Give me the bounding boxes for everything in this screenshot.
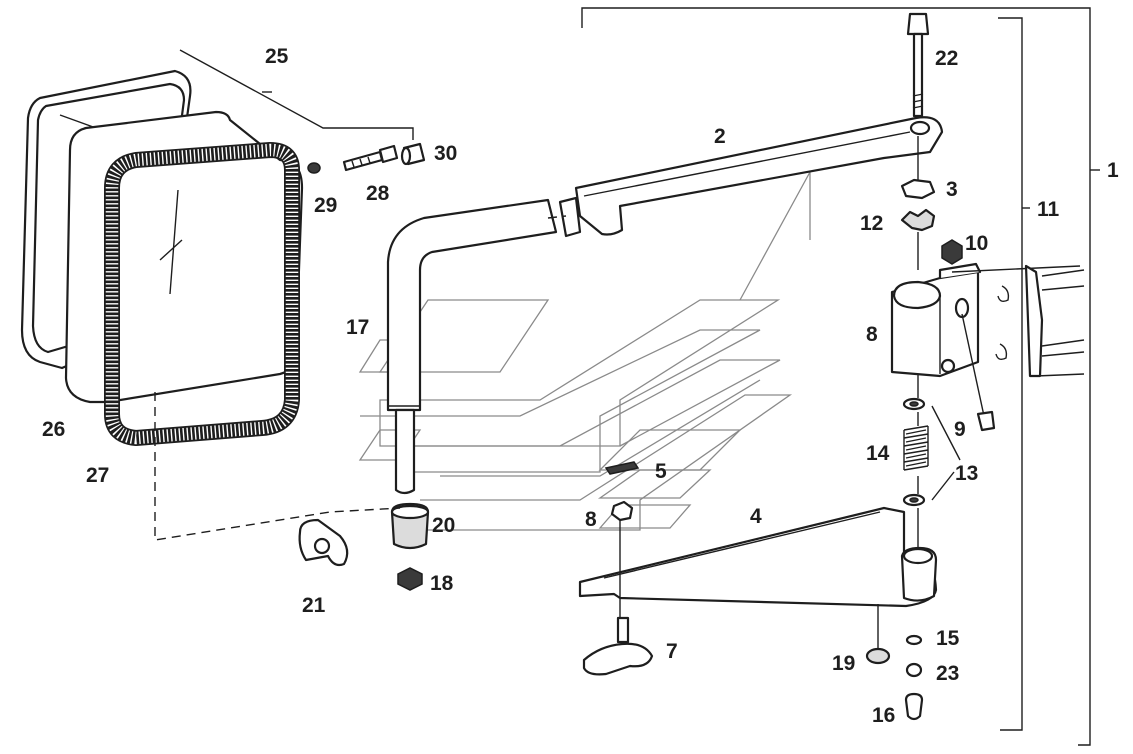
- washer-13-lower: [902, 493, 926, 507]
- label-16: 16: [872, 704, 895, 727]
- label-8-upper: 8: [866, 323, 878, 346]
- label-28: 28: [366, 182, 390, 205]
- label-4: 4: [750, 505, 762, 528]
- label-10: 10: [965, 232, 988, 255]
- screw-28: [342, 144, 399, 172]
- nut-8-lower: [610, 500, 634, 522]
- label-30: 30: [434, 142, 457, 165]
- label-20: 20: [432, 514, 455, 537]
- part-labels: 1 2 3 4 5 7 8 8 9 10 11 12 13 14 15 16 1…: [42, 45, 1119, 727]
- bolt-22: [906, 12, 930, 548]
- clamp-block-8: [890, 262, 982, 378]
- label-22: 22: [935, 47, 958, 70]
- label-13: 13: [955, 462, 978, 485]
- label-21: 21: [302, 594, 326, 617]
- label-5: 5: [655, 460, 667, 483]
- label-26: 26: [42, 418, 65, 441]
- lower-arm-4: [578, 506, 938, 648]
- nut-3: [900, 178, 936, 200]
- door-mount-fragment: [951, 264, 1085, 378]
- label-12: 12: [860, 212, 883, 235]
- plate-5: [604, 461, 640, 475]
- clip-21: [298, 518, 349, 567]
- star-washer-12: [900, 208, 936, 232]
- alignment-lines: [154, 392, 401, 541]
- label-3: 3: [946, 178, 958, 201]
- label-19: 19: [832, 652, 855, 675]
- leader-lines: [931, 405, 961, 501]
- assembly-brackets: [179, 7, 1100, 746]
- washer-13-upper: [902, 397, 926, 411]
- screw-9: [961, 313, 996, 432]
- label-23: 23: [936, 662, 959, 685]
- cap-16: [904, 692, 924, 721]
- washer-29: [307, 162, 321, 174]
- label-18: 18: [430, 572, 454, 595]
- label-17: 17: [346, 316, 369, 339]
- label-1: 1: [1107, 159, 1119, 182]
- washer-15: [905, 634, 923, 646]
- gasket-frame-25: [104, 142, 300, 446]
- label-14: 14: [866, 442, 890, 465]
- label-2: 2: [714, 125, 726, 148]
- nut-18: [397, 567, 423, 591]
- nut-23: [905, 662, 923, 678]
- spring-14: [903, 425, 929, 471]
- label-27: 27: [86, 464, 109, 487]
- nut-10: [941, 239, 963, 265]
- label-8-lower: 8: [585, 508, 597, 531]
- sleeve-30: [400, 142, 426, 166]
- label-11: 11: [1037, 198, 1060, 221]
- label-7: 7: [666, 640, 678, 663]
- cap-19: [865, 647, 891, 665]
- label-9: 9: [954, 418, 966, 441]
- label-29: 29: [314, 194, 337, 217]
- label-15: 15: [936, 627, 960, 650]
- bushing-20: [390, 502, 430, 550]
- upper-arm-2: [547, 116, 944, 238]
- mounting-tube-17: [386, 198, 558, 495]
- label-25: 25: [265, 45, 289, 68]
- knob-7: [582, 616, 654, 676]
